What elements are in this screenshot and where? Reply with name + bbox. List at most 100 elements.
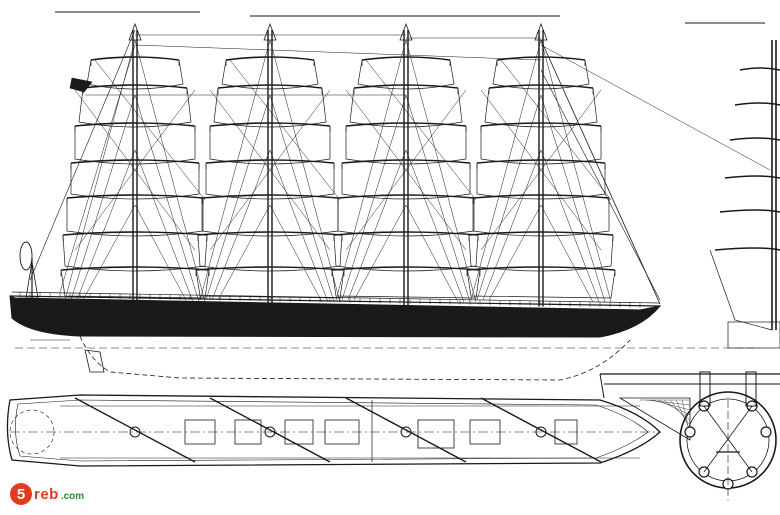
yard-arm bbox=[353, 84, 459, 89]
sail-outline bbox=[472, 198, 610, 237]
yard-arm bbox=[729, 137, 780, 141]
sail-outline bbox=[492, 59, 590, 90]
mast-section-view bbox=[599, 371, 780, 500]
fore-stay bbox=[540, 39, 661, 305]
stern-tripod bbox=[25, 261, 39, 299]
sail-outline bbox=[468, 234, 614, 272]
sail-outline bbox=[349, 87, 463, 128]
sail-outline bbox=[480, 126, 602, 165]
deckhouse bbox=[324, 419, 360, 445]
rudder-outline bbox=[84, 349, 105, 373]
yard-arm bbox=[82, 84, 188, 89]
yard-arm bbox=[74, 122, 196, 127]
yard-arm bbox=[60, 266, 210, 271]
deck-line bbox=[9, 295, 661, 307]
shroud-line bbox=[205, 94, 271, 301]
shroud-line bbox=[405, 149, 465, 303]
shroud-line bbox=[134, 39, 206, 303]
mast-top-truck bbox=[263, 22, 277, 41]
brace-line bbox=[229, 59, 341, 201]
deckhouse bbox=[417, 419, 455, 449]
shroud-line bbox=[540, 149, 600, 303]
shroud-line bbox=[540, 94, 606, 303]
sail-outline bbox=[205, 163, 335, 200]
sail-outline bbox=[357, 59, 455, 90]
shroud-line bbox=[540, 39, 612, 303]
sail-outline bbox=[201, 198, 339, 237]
shroud-line bbox=[269, 94, 335, 303]
bulwark-rail bbox=[11, 291, 661, 304]
mast-4 bbox=[466, 22, 616, 307]
watermark-name: reb bbox=[34, 485, 59, 503]
mast-1 bbox=[60, 22, 210, 305]
jib-stay bbox=[540, 69, 661, 301]
yard-plan bbox=[345, 397, 467, 463]
shroud-line bbox=[134, 204, 188, 303]
shroud-line bbox=[269, 149, 329, 303]
deckhouse bbox=[234, 419, 262, 445]
shroud-line bbox=[405, 204, 459, 303]
yard-arm bbox=[361, 56, 451, 61]
deck-outline bbox=[6, 394, 661, 467]
section-hatch-outline bbox=[618, 397, 691, 441]
yard-arm bbox=[739, 67, 780, 71]
hull-underwater-outline bbox=[79, 335, 631, 381]
long-stay bbox=[134, 44, 542, 61]
yard-arm bbox=[201, 194, 339, 199]
shroud-line bbox=[341, 94, 407, 301]
brace-line bbox=[94, 59, 206, 201]
watermark-domain: .com bbox=[60, 491, 85, 502]
yard-arm bbox=[734, 102, 780, 106]
shroud-line bbox=[269, 204, 323, 303]
mast-top-truck bbox=[534, 22, 548, 41]
mast-2 bbox=[195, 22, 345, 306]
deckhouse bbox=[284, 419, 314, 445]
course-sail bbox=[195, 269, 345, 299]
inner-bulwark bbox=[15, 399, 649, 462]
sail-outline bbox=[209, 126, 331, 165]
yard-arm bbox=[480, 122, 602, 127]
sail-outline bbox=[709, 249, 773, 331]
brace-line bbox=[209, 89, 331, 251]
mast-step bbox=[129, 426, 141, 438]
sail-outline bbox=[484, 87, 598, 128]
section-bracket bbox=[745, 371, 757, 407]
yard-arm bbox=[197, 231, 343, 236]
sail-outline bbox=[333, 234, 479, 272]
shroud-line bbox=[476, 94, 542, 301]
shroud-line bbox=[211, 149, 271, 301]
deckhouse bbox=[469, 419, 501, 445]
shroud-line bbox=[217, 204, 271, 301]
yard-arm bbox=[331, 266, 481, 271]
partial-mast-right bbox=[709, 40, 780, 349]
deckhouse bbox=[184, 419, 216, 445]
yard-arm bbox=[719, 209, 780, 213]
section-hatch bbox=[645, 399, 691, 406]
sail-outline bbox=[213, 87, 327, 128]
shroud-line bbox=[70, 94, 136, 301]
sail-outline bbox=[221, 59, 319, 90]
yard-arm bbox=[90, 56, 180, 61]
mast-3 bbox=[331, 22, 481, 306]
sheave-block bbox=[684, 426, 696, 438]
sail-outline bbox=[62, 234, 208, 272]
section-bracket bbox=[699, 371, 711, 407]
mast-top-truck bbox=[399, 22, 413, 41]
wind-vane-disc bbox=[19, 241, 33, 271]
brace-line bbox=[345, 89, 467, 251]
yard-arm bbox=[209, 122, 331, 127]
yard-arm bbox=[341, 159, 471, 164]
sail-outline bbox=[197, 234, 343, 272]
brace-line bbox=[365, 59, 477, 201]
yard-arm bbox=[472, 194, 610, 199]
backstay bbox=[59, 44, 136, 293]
yard-arm bbox=[337, 194, 475, 199]
section-edge bbox=[599, 373, 605, 399]
brace-line bbox=[480, 89, 602, 251]
sail-outline bbox=[70, 163, 200, 200]
sail-outline bbox=[341, 163, 471, 200]
shroud-line bbox=[540, 204, 594, 303]
yard-arm bbox=[217, 84, 323, 89]
